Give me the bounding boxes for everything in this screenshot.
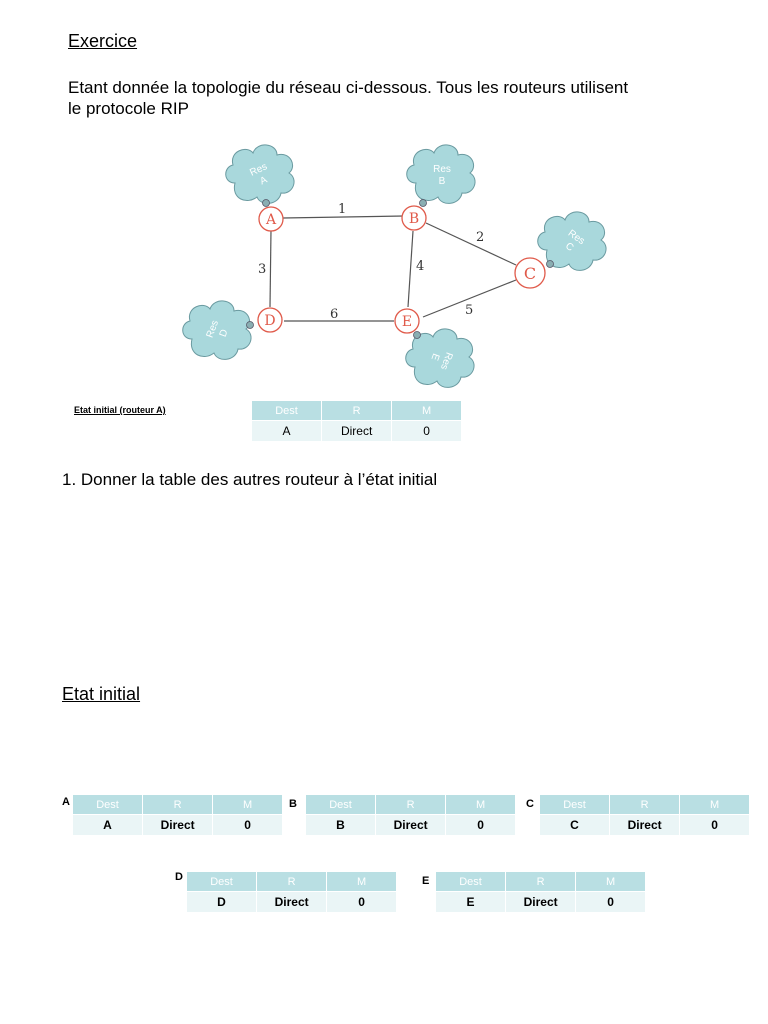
connector-e bbox=[413, 331, 421, 339]
table-d-label: D bbox=[175, 871, 183, 883]
cell-r: Direct bbox=[505, 891, 577, 912]
routing-table-d: Dest R M D Direct 0 bbox=[187, 872, 397, 912]
header-m: M bbox=[391, 401, 462, 421]
initial-routing-table: Dest R M A Direct 0 bbox=[252, 401, 462, 441]
router-a-label: A bbox=[265, 212, 277, 228]
link-b-c bbox=[425, 222, 517, 266]
intro-line-1: Etant donnée la topologie du réseau ci-d… bbox=[68, 78, 629, 97]
header-dest: Dest bbox=[187, 872, 257, 892]
initial-state-caption: Etat initial (routeur A) bbox=[74, 405, 166, 415]
intro-line-2: le protocole RIP bbox=[68, 99, 189, 118]
cell-m: 0 bbox=[326, 891, 397, 912]
router-d bbox=[257, 307, 283, 333]
question-1: 1. Donner la table des autres routeur à … bbox=[62, 470, 438, 489]
header-r: R bbox=[142, 795, 214, 815]
connector-a bbox=[262, 199, 270, 207]
cell-dest: A bbox=[252, 420, 323, 441]
header-r: R bbox=[375, 795, 447, 815]
link-cost-a-d: 3 bbox=[258, 262, 266, 277]
cell-r: Direct bbox=[256, 891, 328, 912]
connector-b bbox=[419, 199, 427, 207]
cell-m: 0 bbox=[575, 891, 646, 912]
link-b-e bbox=[407, 230, 414, 308]
table-b-label: B bbox=[289, 798, 297, 810]
header-r: R bbox=[321, 401, 393, 421]
cloud-res-e: Res E bbox=[405, 328, 475, 388]
table-a-label: A bbox=[62, 796, 70, 808]
header-m: M bbox=[679, 795, 750, 815]
header-m: M bbox=[575, 872, 646, 892]
link-cost-d-e: 6 bbox=[330, 307, 338, 322]
router-a bbox=[258, 206, 284, 232]
cell-m: 0 bbox=[679, 814, 750, 835]
routing-table-e: Dest R M E Direct 0 bbox=[436, 872, 646, 912]
router-e-label: E bbox=[402, 314, 412, 330]
router-d-label: D bbox=[264, 313, 275, 329]
header-dest: Dest bbox=[540, 795, 610, 815]
link-cost-b-c: 2 bbox=[476, 230, 484, 245]
table-row: A Direct 0 bbox=[252, 420, 462, 441]
header-dest: Dest bbox=[73, 795, 143, 815]
cloud-res-b: Res B bbox=[406, 144, 476, 204]
cell-dest: B bbox=[306, 814, 376, 835]
router-b bbox=[401, 205, 427, 231]
cell-dest: E bbox=[436, 891, 506, 912]
router-c bbox=[514, 257, 546, 289]
cell-m: 0 bbox=[212, 814, 283, 835]
cloud-res-a-line2: A bbox=[258, 174, 269, 187]
cell-r: Direct bbox=[142, 814, 214, 835]
cloud-res-a: Res A bbox=[225, 144, 295, 204]
router-e bbox=[394, 308, 420, 334]
cell-dest: A bbox=[73, 814, 143, 835]
cloud-res-d-line2: D bbox=[218, 328, 231, 339]
link-e-c bbox=[422, 279, 517, 318]
cloud-res-d: Res D bbox=[182, 300, 252, 360]
header-r: R bbox=[609, 795, 681, 815]
page-title: Exercice bbox=[68, 31, 138, 51]
table-row: A Direct 0 bbox=[73, 814, 283, 835]
header-dest: Dest bbox=[306, 795, 376, 815]
table-row: B Direct 0 bbox=[306, 814, 516, 835]
router-c-label: C bbox=[524, 264, 536, 283]
section-title: Etat initial bbox=[62, 684, 141, 704]
cloud-res-b-line2: B bbox=[439, 176, 446, 187]
table-row: C Direct 0 bbox=[540, 814, 750, 835]
link-a-b bbox=[282, 215, 405, 219]
cell-r: Direct bbox=[321, 420, 393, 441]
network-topology-diagram: 1 2 3 4 5 6 Res A Res B Res C bbox=[182, 144, 607, 388]
table-row: E Direct 0 bbox=[436, 891, 646, 912]
table-e-label: E bbox=[422, 875, 430, 887]
link-cost-a-b: 1 bbox=[338, 202, 346, 217]
cell-dest: C bbox=[540, 814, 610, 835]
cloud-res-c: Res C bbox=[537, 211, 607, 271]
link-a-d bbox=[269, 229, 272, 308]
header-dest: Dest bbox=[252, 401, 323, 421]
router-b-label: B bbox=[409, 211, 419, 227]
header-dest: Dest bbox=[436, 872, 506, 892]
header-r: R bbox=[256, 872, 328, 892]
routing-table-b: Dest R M B Direct 0 bbox=[306, 795, 516, 835]
links bbox=[269, 215, 517, 322]
routing-table-c: Dest R M C Direct 0 bbox=[540, 795, 750, 835]
cell-dest: D bbox=[187, 891, 257, 912]
header-m: M bbox=[326, 872, 397, 892]
cloud-res-b-line1: Res bbox=[433, 164, 451, 175]
header-m: M bbox=[212, 795, 283, 815]
connector-c bbox=[546, 260, 554, 268]
connector-d bbox=[246, 321, 254, 329]
header-m: M bbox=[445, 795, 516, 815]
cell-m: 0 bbox=[445, 814, 516, 835]
cell-r: Direct bbox=[609, 814, 681, 835]
link-cost-b-e: 4 bbox=[416, 259, 424, 274]
header-r: R bbox=[505, 872, 577, 892]
cloud-res-e-line2: E bbox=[428, 352, 441, 362]
table-row: D Direct 0 bbox=[187, 891, 397, 912]
routing-table-a: Dest R M A Direct 0 bbox=[73, 795, 283, 835]
cell-r: Direct bbox=[375, 814, 447, 835]
cell-m: 0 bbox=[391, 420, 462, 441]
link-cost-e-c: 5 bbox=[465, 303, 473, 318]
table-c-label: C bbox=[526, 798, 534, 810]
